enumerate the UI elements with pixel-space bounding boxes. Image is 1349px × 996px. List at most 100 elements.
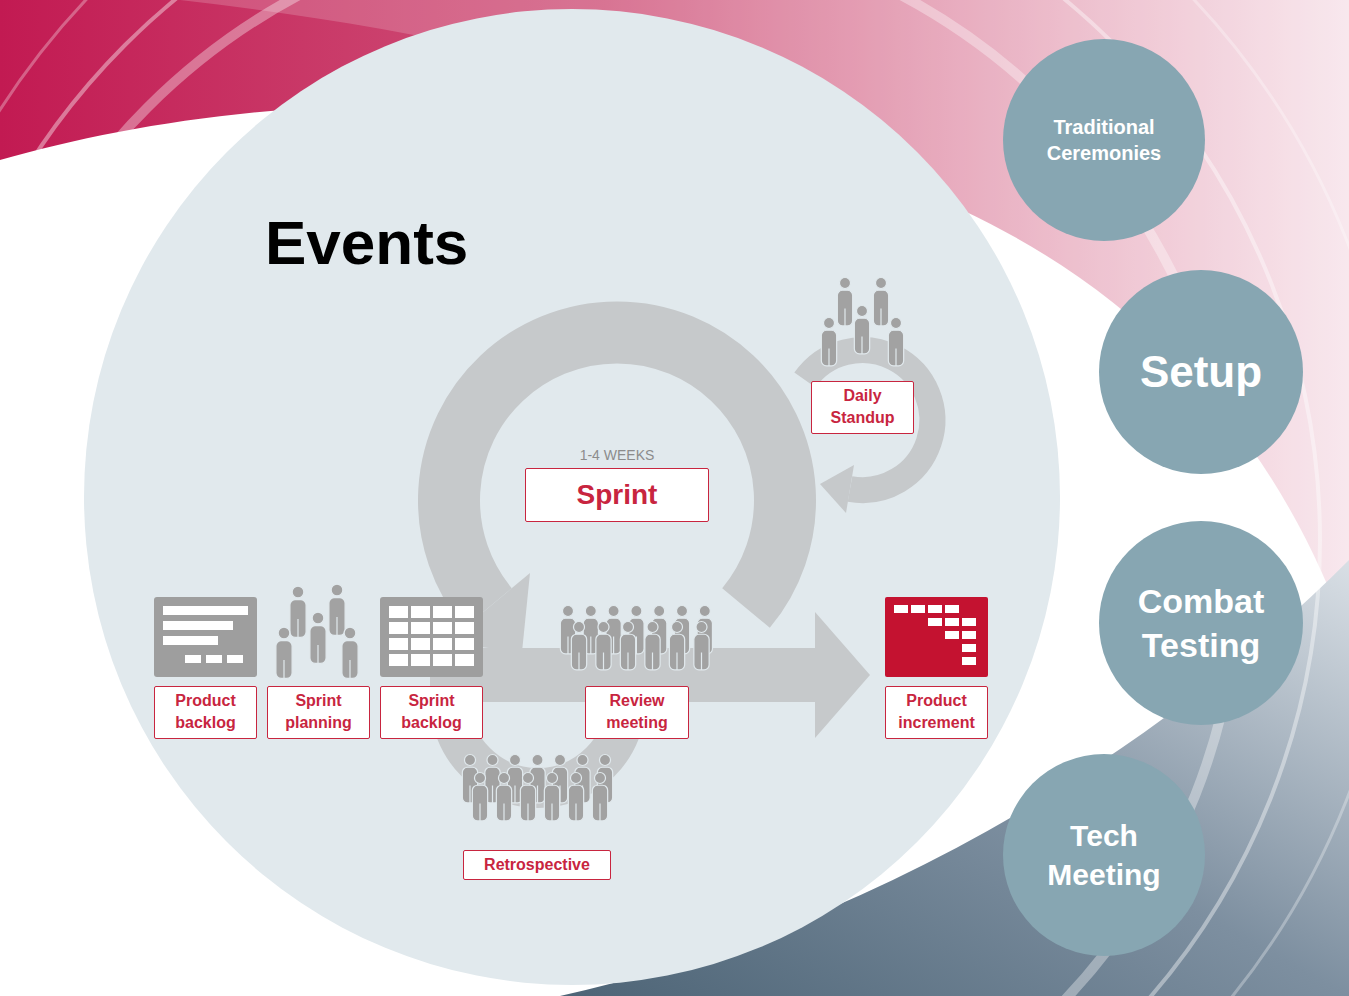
person-head: [464, 754, 475, 765]
person-legs: [636, 637, 637, 654]
backlog-line: [163, 636, 218, 645]
ceremony-circle: Setup: [1099, 270, 1303, 474]
arrow-head: [815, 612, 870, 738]
person-body: [544, 785, 559, 821]
person-head: [890, 317, 901, 328]
person-figure: [568, 772, 583, 820]
backlog-cell: [433, 622, 452, 634]
person-body: [568, 785, 583, 821]
ceremony-circle: Combat Testing: [1099, 521, 1303, 725]
person-body: [583, 618, 598, 654]
person-head: [562, 605, 573, 616]
person-figure: [530, 754, 545, 802]
person-head: [487, 754, 498, 765]
person-head: [608, 605, 619, 616]
backlog-cell: [389, 606, 408, 618]
person-legs: [492, 786, 493, 803]
ceremony-circle: Traditional Ceremonies: [1003, 39, 1205, 241]
person-figure: [342, 627, 358, 678]
person-figure: [873, 277, 888, 325]
person-figure: [583, 605, 598, 653]
person-figure: [888, 317, 903, 365]
backlog-sheet: [380, 597, 483, 677]
person-legs: [575, 804, 576, 821]
sprint-cycle-arrow: [449, 332, 785, 608]
person-body: [697, 618, 712, 654]
person-legs: [652, 653, 653, 670]
person-legs: [604, 786, 605, 803]
backlog-cell: [455, 606, 474, 618]
person-figure: [606, 605, 621, 653]
person-head: [554, 754, 565, 765]
person-head: [585, 605, 596, 616]
person-head: [577, 754, 588, 765]
person-body: [854, 318, 869, 354]
people-groups: [276, 277, 904, 820]
increment-cell: [962, 631, 976, 639]
sprint-label: Sprint: [525, 468, 709, 522]
increment-cell: [962, 618, 976, 626]
person-legs: [603, 653, 604, 670]
person-body: [821, 330, 836, 366]
person-legs: [880, 309, 881, 326]
backlog-cell: [411, 622, 430, 634]
person-figure: [507, 754, 522, 802]
backlog-line: [163, 606, 248, 615]
person-figure: [575, 754, 590, 802]
process-box: Retrospective: [463, 850, 611, 880]
person-head: [856, 305, 867, 316]
person-head: [278, 627, 290, 639]
person-legs: [895, 349, 896, 366]
person-figure: [645, 621, 660, 669]
backlog-cell: [411, 606, 430, 618]
increment-cell: [894, 605, 908, 613]
box-label: Sprint backlog: [386, 690, 477, 735]
person-figure: [592, 772, 607, 820]
person-legs: [627, 653, 628, 670]
sprint-box: 1-4 WEEKSSprint: [525, 444, 709, 522]
person-legs: [590, 637, 591, 654]
person-figure: [596, 621, 611, 669]
person-body: [329, 598, 345, 636]
person-body: [694, 634, 709, 670]
backlog-sheet: [154, 597, 257, 677]
backlog-cell: [389, 622, 408, 634]
arrow-head: [820, 465, 854, 513]
backlog-line: [163, 621, 233, 630]
person-head: [622, 621, 633, 632]
circle-fill: [1003, 39, 1205, 241]
person-body: [552, 767, 567, 803]
person-head: [696, 621, 707, 632]
person-head: [875, 277, 886, 288]
person-figure: [472, 772, 487, 820]
person-body: [530, 767, 545, 803]
person-legs: [317, 645, 318, 663]
person-figure: [310, 612, 326, 663]
person-body: [462, 767, 477, 803]
person-body: [571, 634, 586, 670]
person-head: [598, 621, 609, 632]
person-figure: [552, 754, 567, 802]
person-body: [669, 634, 684, 670]
circle-fill: [84, 9, 1060, 985]
person-body: [560, 618, 575, 654]
person-body: [276, 641, 292, 679]
person-head: [474, 772, 485, 783]
person-head: [509, 754, 520, 765]
person-body: [472, 785, 487, 821]
person-legs: [283, 660, 284, 678]
daily-cycle-arrow: [805, 350, 932, 490]
process-box: Product increment: [885, 686, 988, 739]
person-legs: [297, 619, 298, 637]
person-body: [507, 767, 522, 803]
person-head: [331, 584, 343, 596]
person-body: [485, 767, 500, 803]
increment-cell: [945, 618, 959, 626]
ring-line: [0, 0, 1240, 996]
person-head: [699, 605, 710, 616]
person-legs: [701, 653, 702, 670]
box-label: Sprint planning: [273, 690, 364, 735]
backlog-cell: [433, 638, 452, 650]
increment-cell: [962, 644, 976, 652]
